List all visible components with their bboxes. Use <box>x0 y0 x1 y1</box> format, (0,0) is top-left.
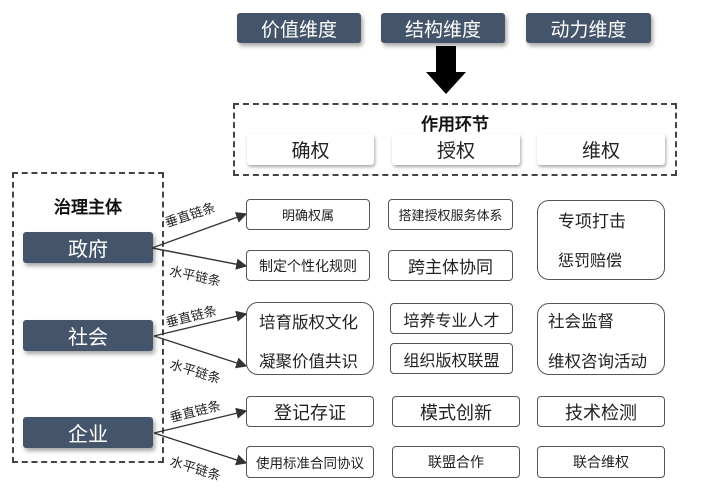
ent-protect-2: 联合维权 <box>537 446 665 478</box>
stage-protect: 维权 <box>537 134 665 165</box>
stage-title: 作用环节 <box>421 115 489 135</box>
soc-protect-box: 社会监督 维权咨询活动 <box>537 303 665 375</box>
down-arrow-icon <box>426 46 466 94</box>
soc-protect-1: 社会监督 <box>548 312 614 331</box>
ent-protect-1: 技术检测 <box>537 396 665 427</box>
stage-authorize: 授权 <box>392 134 520 165</box>
gov-authorize-2: 跨主体协同 <box>388 250 513 281</box>
actor-enterprise: 企业 <box>23 417 153 448</box>
gov-confirm-1: 明确权属 <box>246 199 370 230</box>
stage-panel <box>233 103 677 176</box>
arrow-gov-vertical <box>151 212 248 249</box>
gov-protect-box: 专项打击 惩罚赔偿 <box>537 200 665 280</box>
arrow-ent-horizontal <box>153 432 248 466</box>
arrow-soc-horizontal <box>153 335 248 369</box>
soc-authorize-1: 培养专业人才 <box>390 303 513 334</box>
dimension-structure: 结构维度 <box>381 13 505 43</box>
ent-authorize-1: 模式创新 <box>392 396 520 427</box>
stage-confirm: 确权 <box>247 134 374 165</box>
actors-panel <box>12 172 164 463</box>
ent-authorize-2: 联盟合作 <box>392 446 520 478</box>
actor-society: 社会 <box>23 320 153 351</box>
ent-confirm-1: 登记存证 <box>246 396 374 427</box>
gov-authorize-1: 搭建授权服务体系 <box>388 199 513 230</box>
actors-title: 治理主体 <box>54 198 122 218</box>
arrow-gov-horizontal <box>151 247 248 270</box>
soc-protect-2: 维权咨询活动 <box>548 352 647 371</box>
soc-authorize-2: 组织版权联盟 <box>390 343 513 374</box>
dimension-dynamics: 动力维度 <box>526 13 651 43</box>
ent-confirm-2: 使用标准合同协议 <box>246 446 374 478</box>
arrow-soc-vertical <box>153 310 248 337</box>
gov-confirm-2: 制定个性化规则 <box>246 250 370 281</box>
arrow-ent-vertical <box>153 407 248 434</box>
dimension-value: 价值维度 <box>237 13 361 43</box>
soc-confirm-1: 培育版权文化 <box>259 313 358 332</box>
soc-confirm-box: 培育版权文化 凝聚价值共识 <box>246 302 374 375</box>
soc-confirm-2: 凝聚价值共识 <box>259 352 358 371</box>
actor-government: 政府 <box>23 232 153 263</box>
gov-protect-1: 专项打击 <box>558 212 626 232</box>
gov-protect-2: 惩罚赔偿 <box>558 251 623 270</box>
